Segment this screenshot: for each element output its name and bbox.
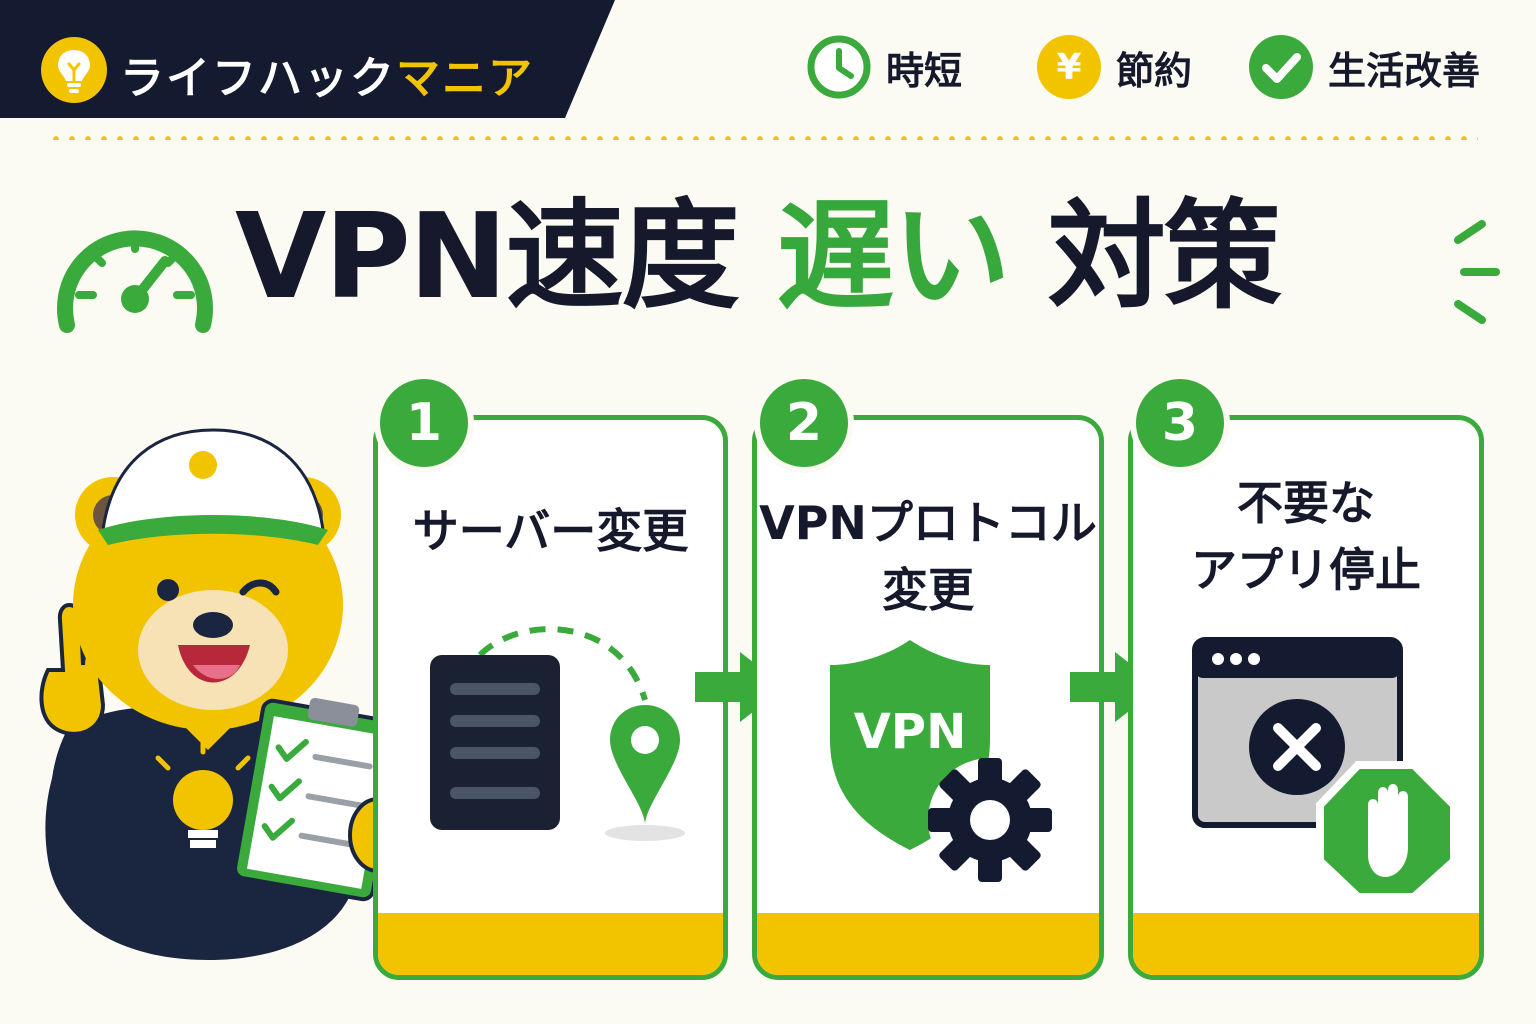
speedometer-icon xyxy=(57,230,213,333)
app-stop-icon xyxy=(1192,637,1458,900)
step-number-badge: 3 xyxy=(1130,373,1230,473)
yen-coin-icon: ¥ xyxy=(1037,35,1101,99)
step-number-badge: 1 xyxy=(374,373,474,473)
svg-text:¥: ¥ xyxy=(1056,47,1081,88)
svg-text:VPN: VPN xyxy=(854,704,967,760)
check-icon xyxy=(1249,35,1313,99)
badge-saving: ¥ 節約 xyxy=(1036,32,1192,102)
brand-name: ライフハックマニア xyxy=(120,53,534,104)
server-location-icon xyxy=(430,626,685,841)
card-footer-band xyxy=(757,913,1099,975)
dotted-divider xyxy=(48,136,1478,140)
clock-icon xyxy=(807,35,871,99)
step-title: 不要な アプリ停止 xyxy=(1191,476,1421,597)
emphasis-lines-icon xyxy=(1454,220,1500,324)
lightbulb-icon xyxy=(41,37,107,103)
step-number-badge: 2 xyxy=(754,373,854,473)
badge-time-saving: 時短 xyxy=(806,32,962,102)
page-title: VPN速度 遅い 対策 xyxy=(235,187,1282,325)
lightbulb-icon xyxy=(155,735,251,848)
card-footer-band xyxy=(1133,913,1479,975)
badge-life-improvement: 生活改善 xyxy=(1248,32,1480,102)
step-title: サーバー変更 xyxy=(412,504,689,558)
step-title: VPNプロトコル 変更 xyxy=(759,496,1097,617)
bear-mascot xyxy=(39,428,398,960)
card-footer-band xyxy=(378,913,723,975)
vpn-shield-gear-icon: VPN xyxy=(830,640,1052,882)
